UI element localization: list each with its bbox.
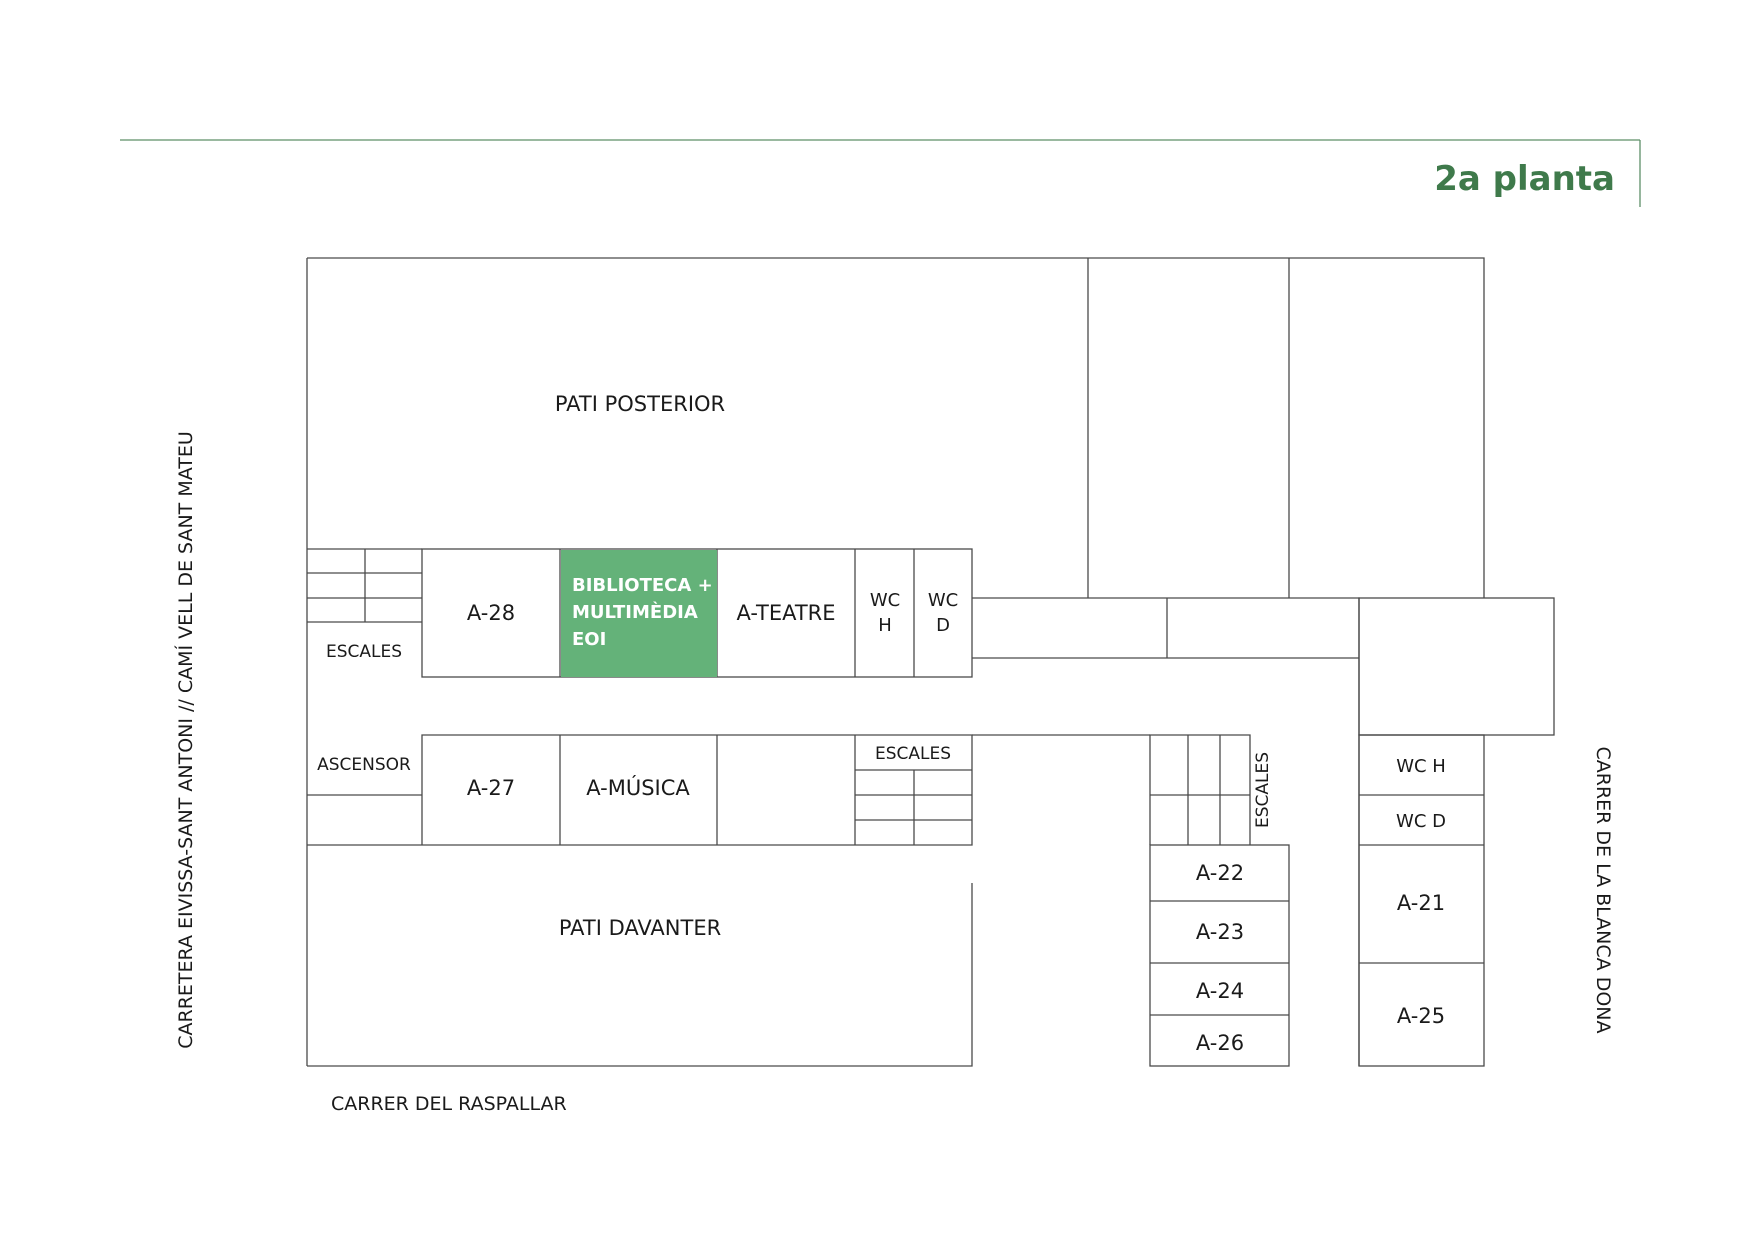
escales-right-label: ESCALES bbox=[1253, 752, 1273, 828]
biblioteca-label-line1: BIBLIOTECA + bbox=[572, 575, 713, 596]
wc-h-top-letter: H bbox=[878, 615, 892, 636]
room-a22-label: A-22 bbox=[1196, 861, 1244, 885]
street-bottom-label: CARRER DEL RASPALLAR bbox=[331, 1093, 567, 1115]
wc-h-top-label: WC bbox=[870, 590, 900, 611]
room-a24-label: A-24 bbox=[1196, 979, 1244, 1003]
escales-left-label: ESCALES bbox=[326, 642, 402, 662]
street-left-label: CARRETERA EIVISSA-SANT ANTONI // CAMÍ VE… bbox=[174, 431, 197, 1049]
room-a28-label: A-28 bbox=[467, 601, 515, 625]
room-a-musica-label: A-MÚSICA bbox=[586, 775, 690, 800]
wc-h-right-label: WC H bbox=[1396, 756, 1446, 777]
room-a-teatre-label: A-TEATRE bbox=[736, 601, 835, 625]
wc-d-top-letter: D bbox=[936, 615, 950, 636]
pati-posterior-label: PATI POSTERIOR bbox=[555, 392, 725, 416]
biblioteca-label-line2: MULTIMÈDIA bbox=[572, 601, 698, 623]
room-a25-label: A-25 bbox=[1397, 1004, 1445, 1028]
building-outline-top bbox=[307, 257, 1485, 598]
pati-davanter-label: PATI DAVANTER bbox=[559, 916, 721, 940]
biblioteca-room[interactable] bbox=[561, 550, 717, 677]
street-right-label: CARRER DE LA BLANCA DONA bbox=[1592, 746, 1614, 1033]
pati-davanter-outline bbox=[307, 883, 973, 1067]
room-right-top bbox=[1358, 597, 1555, 736]
room-a23-label: A-23 bbox=[1196, 920, 1244, 944]
room-a27-label: A-27 bbox=[467, 776, 515, 800]
floor-title: 2a planta bbox=[1434, 159, 1615, 199]
room-a21-label: A-21 bbox=[1397, 891, 1445, 915]
stairs-right-outline bbox=[1149, 734, 1251, 845]
wc-d-right-label: WC D bbox=[1396, 811, 1446, 832]
right-rooms-column bbox=[1358, 734, 1485, 1067]
ascensor-label: ASCENSOR bbox=[317, 755, 411, 775]
corridor-outline bbox=[972, 597, 1360, 1066]
biblioteca-label-line3: EOI bbox=[572, 629, 606, 650]
room-a26-label: A-26 bbox=[1196, 1031, 1244, 1055]
escales-center-label: ESCALES bbox=[875, 744, 951, 764]
wc-d-top-label: WC bbox=[928, 590, 958, 611]
